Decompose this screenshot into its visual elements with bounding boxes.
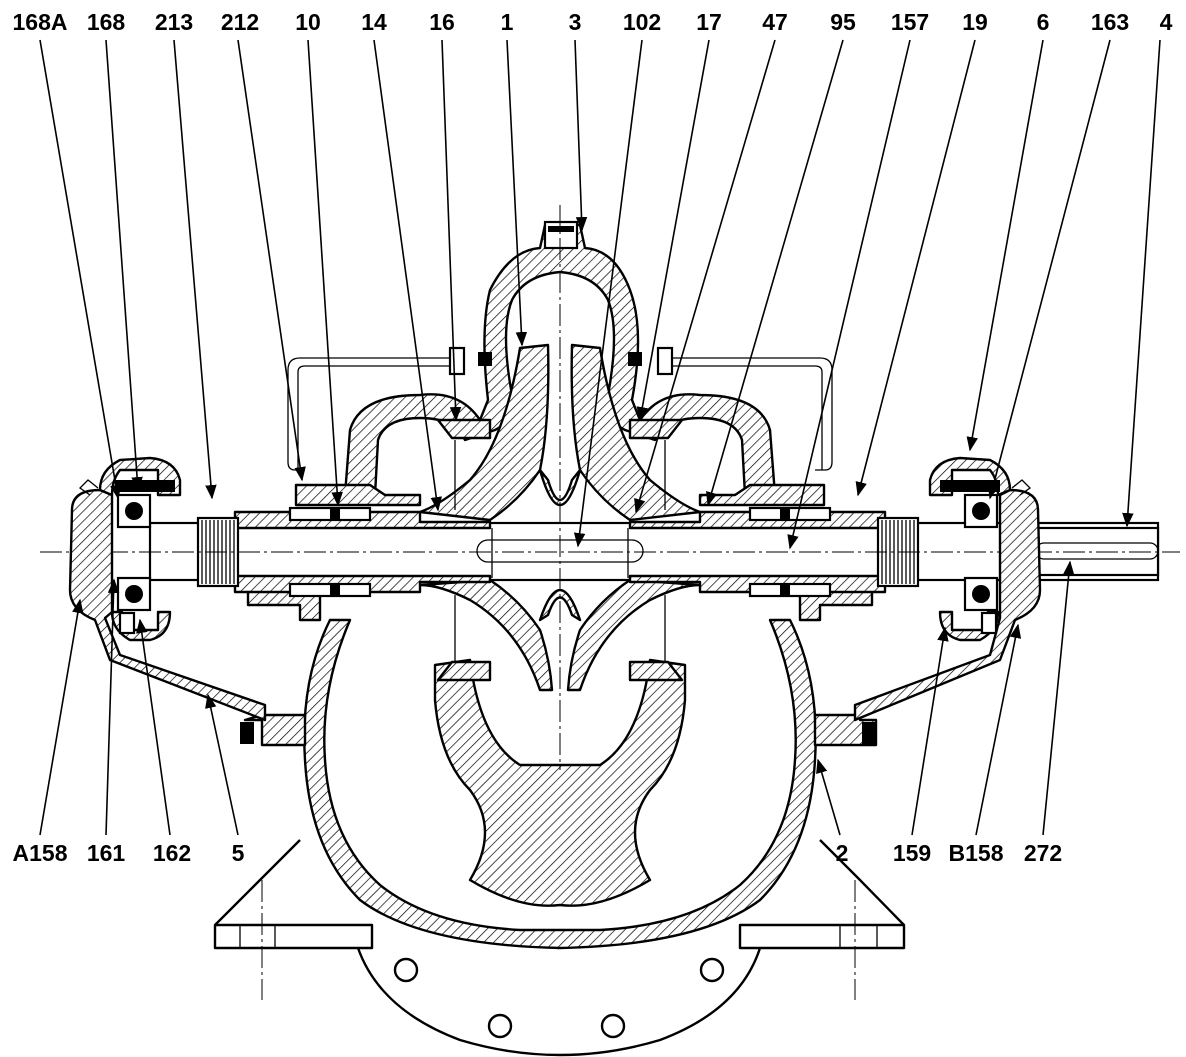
label-16: 16 [429, 9, 455, 35]
label-A158: A158 [13, 840, 68, 866]
upper-casing [246, 220, 874, 622]
label-47: 47 [762, 9, 788, 35]
label-B158: B158 [949, 840, 1004, 866]
label-168A: 168A [13, 9, 68, 35]
label-17: 17 [696, 9, 722, 35]
label-14: 14 [361, 9, 387, 35]
label-163: 163 [1091, 9, 1129, 35]
leader-lines [39, 39, 1161, 836]
label-168: 168 [87, 9, 126, 35]
label-19: 19 [962, 9, 988, 35]
volute-casing [240, 618, 878, 950]
bottom-labels: A158 161 162 5 2 159 B158 272 [13, 840, 1063, 866]
label-162: 162 [153, 840, 191, 866]
label-3: 3 [569, 9, 582, 35]
shaft [40, 205, 1180, 770]
label-213: 213 [155, 9, 193, 35]
label-161: 161 [87, 840, 126, 866]
packing-rings [288, 506, 832, 598]
pump-feet [213, 839, 906, 1057]
label-5: 5 [232, 840, 245, 866]
bearing-housing-right [853, 456, 1042, 722]
label-272: 272 [1024, 840, 1062, 866]
label-2: 2 [836, 840, 849, 866]
label-4: 4 [1160, 9, 1173, 35]
label-95: 95 [830, 9, 856, 35]
label-212: 212 [221, 9, 259, 35]
label-6: 6 [1037, 9, 1050, 35]
label-102: 102 [623, 9, 661, 35]
label-10: 10 [295, 9, 321, 35]
top-labels: 168A 168 213 212 10 14 16 1 3 102 17 47 … [13, 9, 1173, 35]
impeller [418, 343, 702, 692]
label-159: 159 [893, 840, 931, 866]
label-157: 157 [891, 9, 929, 35]
label-1: 1 [501, 9, 514, 35]
